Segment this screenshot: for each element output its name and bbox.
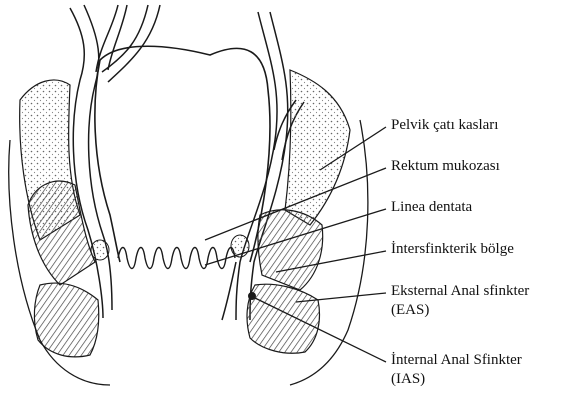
left-rectal-wall: [70, 5, 160, 318]
label-dentate-line: Linea dentata: [391, 198, 472, 217]
label-external-anal-sphincter: Eksternal Anal sfinkter (EAS): [391, 282, 529, 320]
label-eas-line2: (EAS): [391, 301, 529, 320]
rectum-lumen: [95, 46, 270, 262]
label-intersphincteric-zone: İntersfinkterik bölge: [391, 240, 514, 259]
right-pelvic-floor-muscle: [231, 70, 350, 353]
label-pelvic-floor-muscles: Pelvik çatı kasları: [391, 116, 498, 135]
label-internal-anal-sphincter: İnternal Anal Sfinkter (IAS): [391, 351, 522, 389]
label-ias-line2: (IAS): [391, 370, 522, 389]
label-rectal-mucosa: Rektum mukozası: [391, 157, 500, 176]
label-eas-line1: Eksternal Anal sfinkter: [391, 282, 529, 301]
dentate-line-zigzag: [118, 248, 235, 269]
label-ias-line1: İnternal Anal Sfinkter: [391, 351, 522, 370]
